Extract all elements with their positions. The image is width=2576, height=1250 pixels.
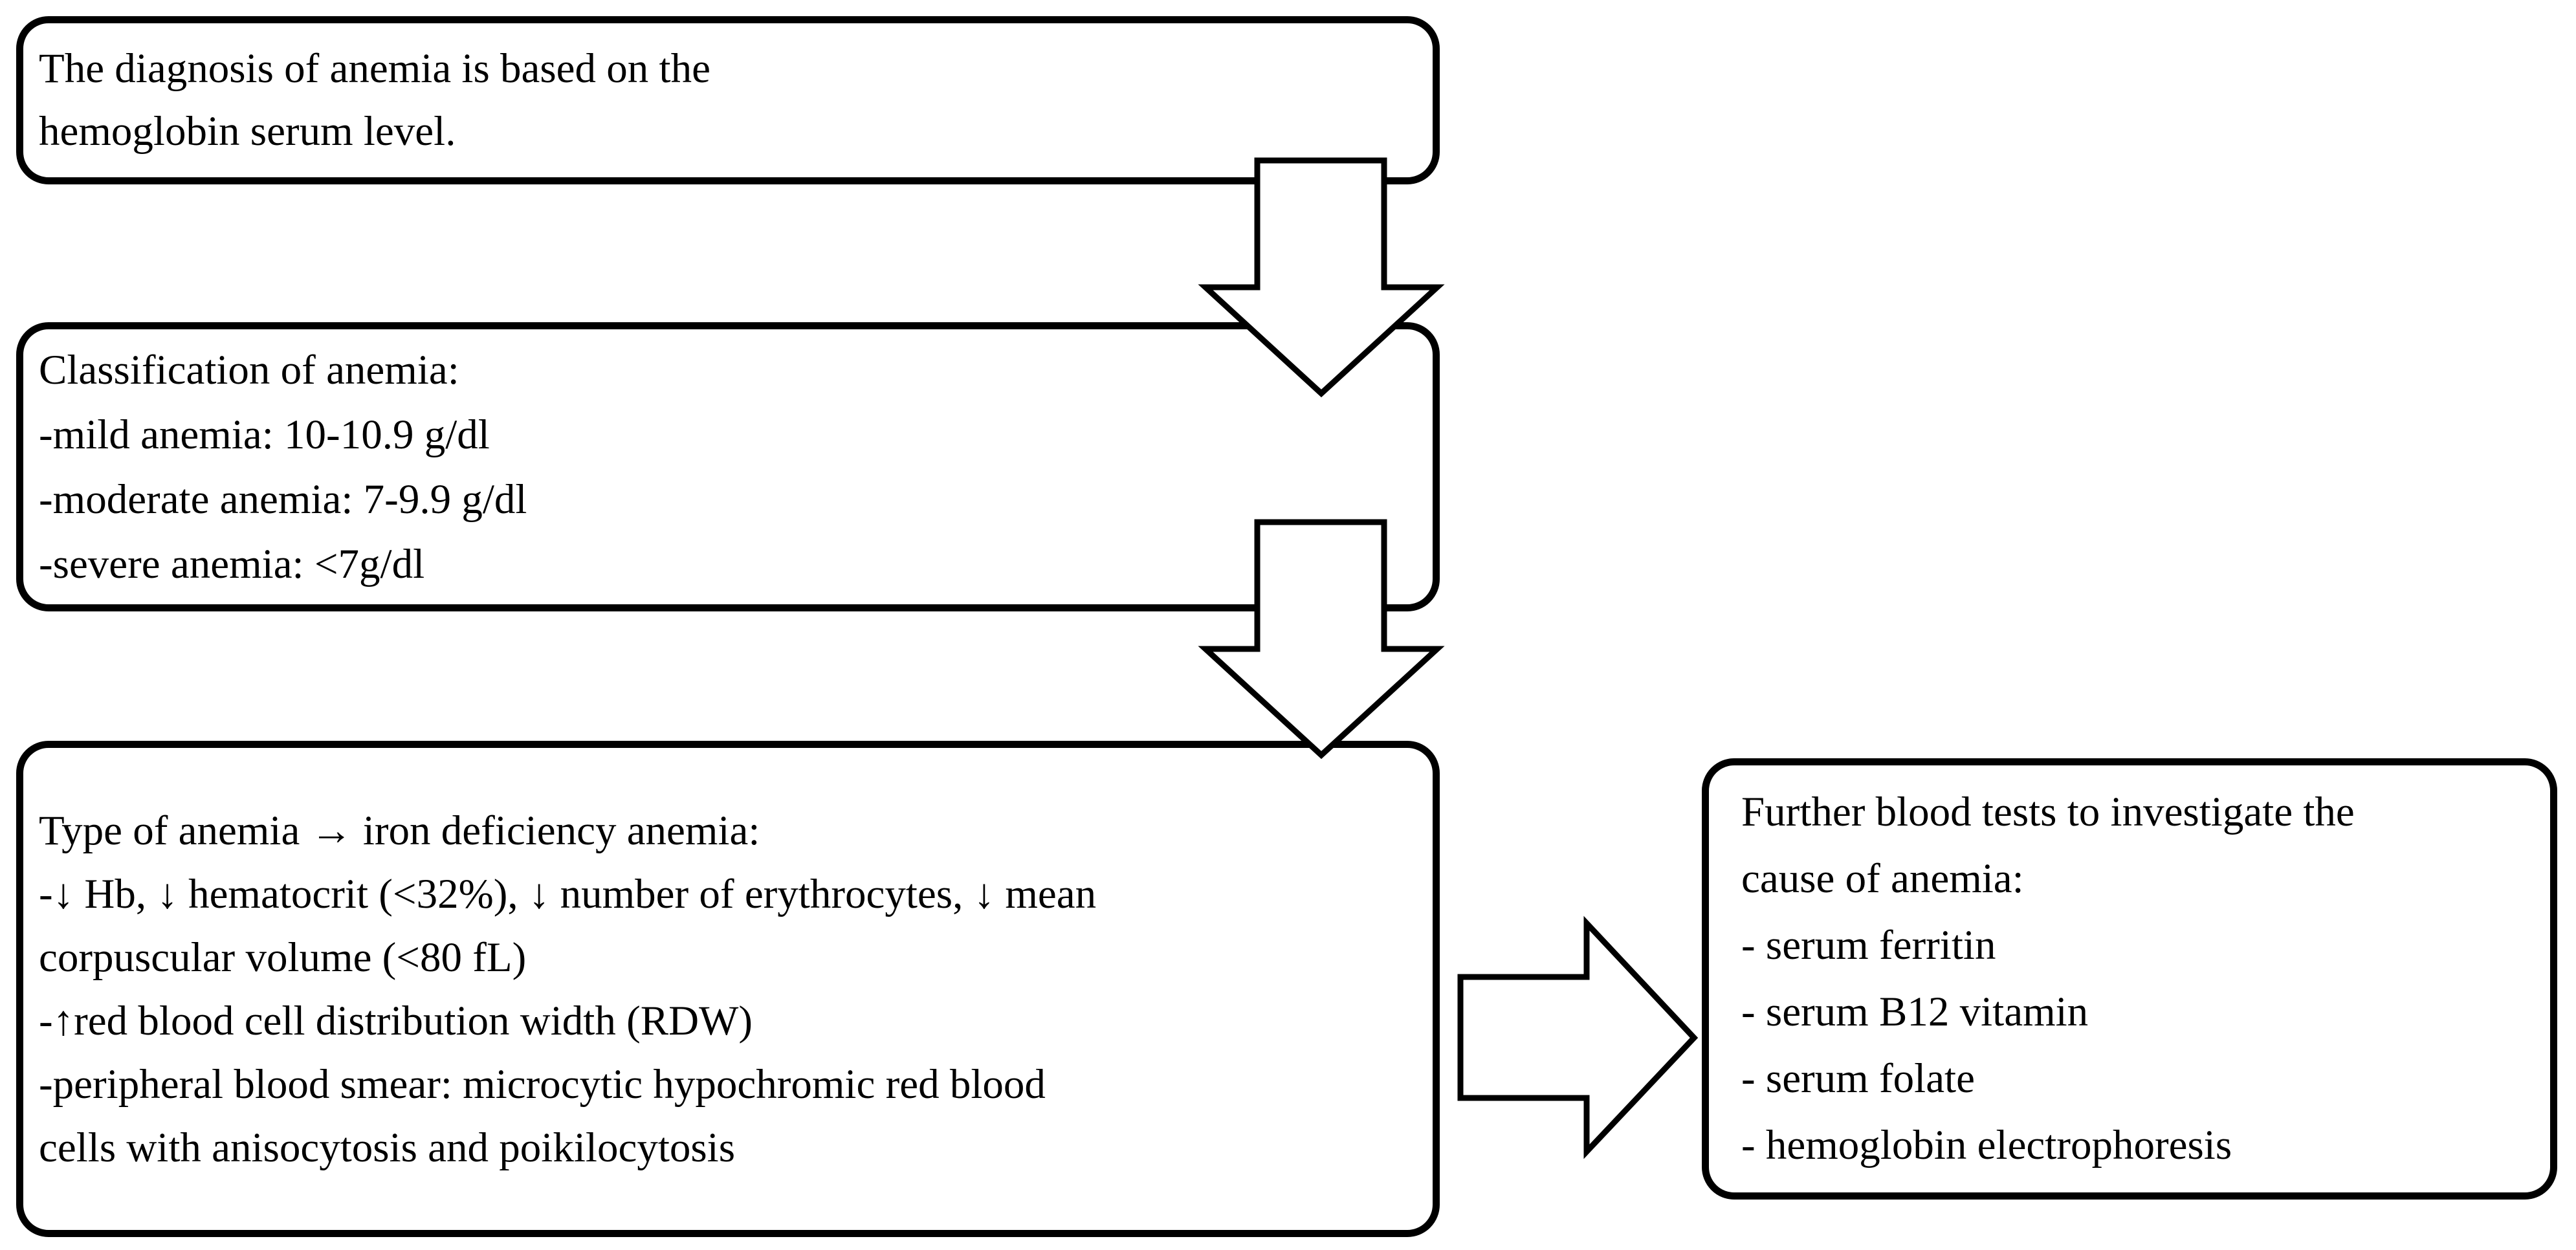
- box-line: corpuscular volume (<80 fL): [39, 934, 527, 981]
- box-line: Type of anemia → iron deficiency anemia:: [39, 807, 760, 854]
- box-line: - serum ferritin: [1741, 922, 1996, 969]
- box-line: - serum folate: [1741, 1055, 1975, 1102]
- box-line: - serum B12 vitamin: [1741, 989, 2089, 1035]
- box-line: -peripheral blood smear: microcytic hypo…: [39, 1060, 1046, 1108]
- box-line: cause of anemia:: [1741, 855, 2024, 902]
- diagnosis-box: The diagnosis of anemia is based on the …: [16, 16, 1440, 184]
- box-line: The diagnosis of anemia is based on the: [39, 45, 710, 92]
- iron-deficiency-box: Type of anemia → iron deficiency anemia:…: [16, 741, 1440, 1237]
- box-line: -mild anemia: 10-10.9 g/dl: [39, 411, 490, 458]
- classification-box: Classification of anemia: -mild anemia: …: [16, 322, 1440, 611]
- right-arrow-icon: [1457, 916, 1699, 1159]
- box-line: - hemoglobin electrophoresis: [1741, 1122, 2232, 1168]
- box-line: -severe anemia: <7g/dl: [39, 540, 425, 587]
- box-line: -↑red blood cell distribution width (RDW…: [39, 997, 753, 1044]
- box-line: -↓ Hb, ↓ hematocrit (<32%), ↓ number of …: [39, 870, 1097, 917]
- box-line: cells with anisocytosis and poikilocytos…: [39, 1124, 736, 1171]
- box-line: Classification of anemia:: [39, 346, 459, 393]
- box-line: hemoglobin serum level.: [39, 108, 456, 155]
- further-tests-box: Further blood tests to investigate the c…: [1702, 758, 2557, 1200]
- box-line: -moderate anemia: 7-9.9 g/dl: [39, 476, 527, 523]
- box-line: Further blood tests to investigate the: [1741, 789, 2355, 835]
